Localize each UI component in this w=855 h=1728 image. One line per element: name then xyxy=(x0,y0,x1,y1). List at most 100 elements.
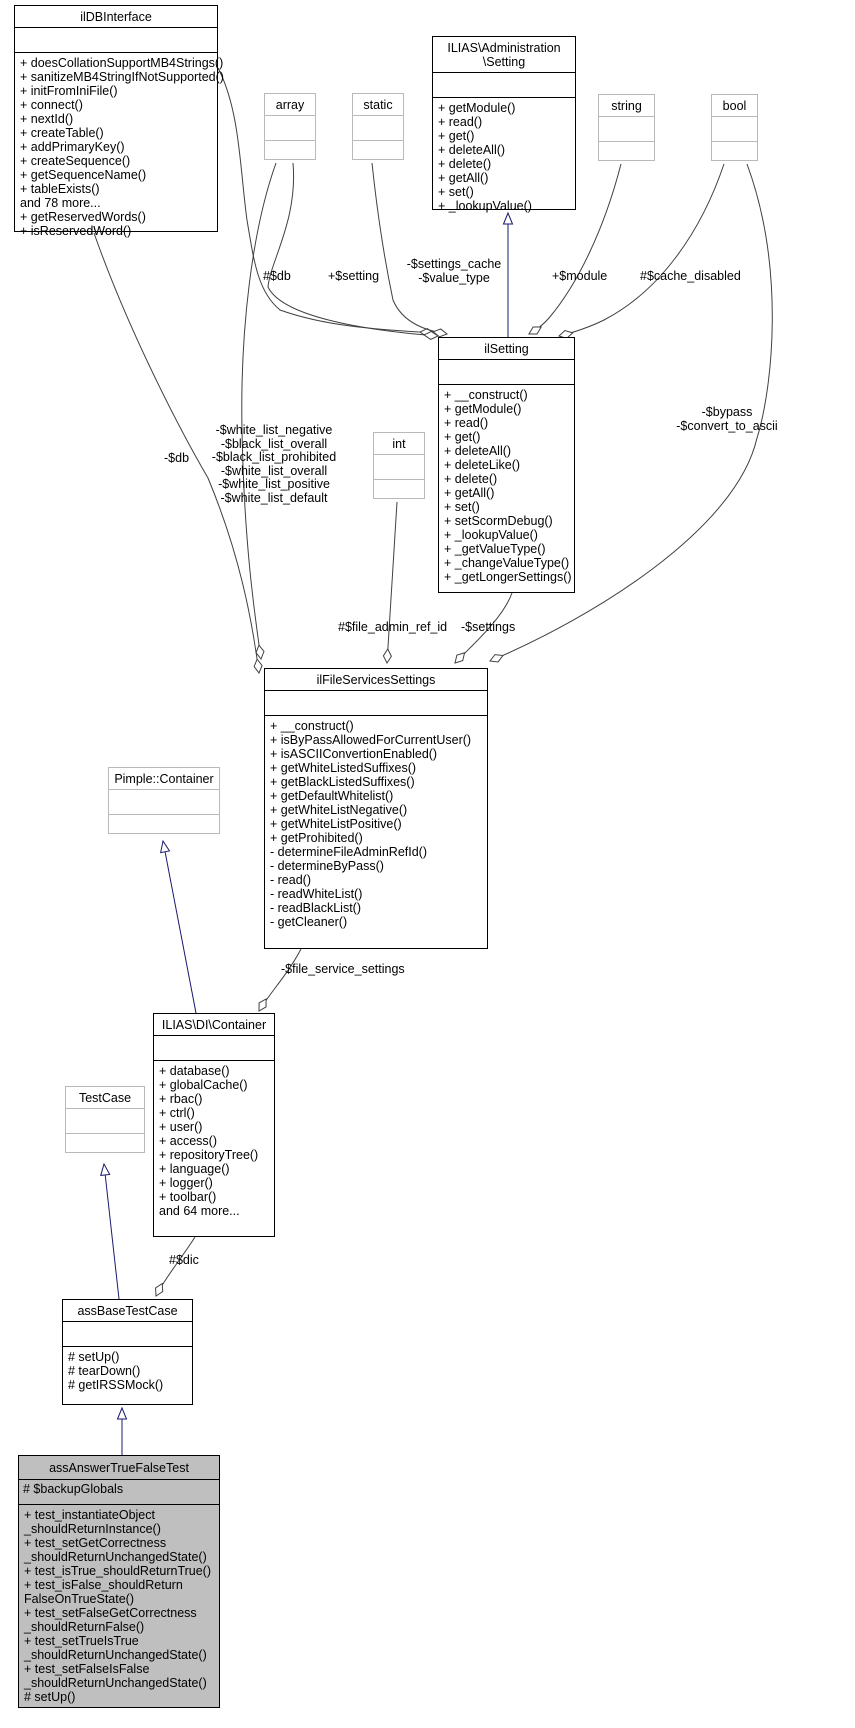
methods-compartment: # setUp()# tearDown()# getIRSSMock() xyxy=(63,1347,192,1395)
edge-bool-ilsetting-cache-disabled xyxy=(558,163,725,339)
text-line: + connect() xyxy=(20,98,83,112)
type-node-bool: bool xyxy=(711,94,758,161)
class-node-ilfileservicessettings[interactable]: ilFileServicesSettings + __construct() + … xyxy=(264,668,488,949)
text-line: + test_setFalseIsFalse xyxy=(24,1662,150,1676)
empty-compartment xyxy=(353,116,403,141)
class-node-assanswertruefalsetest[interactable]: assAnswerTrueFalseTest # $backupGlobals … xyxy=(18,1455,220,1708)
text-line: + set() xyxy=(444,500,480,514)
text-line: + access() xyxy=(159,1134,218,1148)
text-line: - readBlackList() xyxy=(270,901,361,915)
empty-compartment xyxy=(265,116,315,141)
methods-compartment: + doesCollationSupportMB4Strings()+ sani… xyxy=(15,53,224,241)
text-line: + deleteLike() xyxy=(444,458,521,472)
text-line: and 78 more... xyxy=(20,196,101,210)
class-node-ilsetting[interactable]: ilSetting + __construct()+ getModule()+ … xyxy=(438,337,575,593)
text-line: + __construct() xyxy=(270,719,354,733)
edge-label-bypass: -$bypass-$convert_to_ascii xyxy=(668,405,786,433)
class-node-ildbinterface[interactable]: ilDBInterface + doesCollationSupportMB4S… xyxy=(14,5,224,238)
text-line: ILIAS\Administration xyxy=(447,41,561,55)
text-line: _shouldReturnUnchangedState() xyxy=(24,1550,207,1564)
type-node-array: array xyxy=(264,93,316,160)
empty-compartment xyxy=(109,815,219,833)
text-line: + test_instantiateObject xyxy=(24,1508,155,1522)
edge-label-db-protected: #$db xyxy=(263,269,291,283)
class-node-testcase: TestCase xyxy=(65,1086,145,1153)
text-line: + delete() xyxy=(444,472,498,486)
empty-compartment xyxy=(66,1109,144,1134)
text-line: + deleteAll() xyxy=(438,143,506,157)
edge-assbasetestcase-testcase-inheritance xyxy=(100,1162,120,1300)
edge-label-file-admin-ref-id: #$file_admin_ref_id xyxy=(338,620,448,634)
methods-compartment: + database()+ globalCache()+ rbac()+ ctr… xyxy=(154,1061,274,1221)
class-title: assAnswerTrueFalseTest xyxy=(19,1456,219,1480)
empty-compartment xyxy=(599,142,654,160)
edge-array-ilsetting-setting xyxy=(267,162,440,341)
text-line: # getIRSSMock() xyxy=(68,1378,164,1392)
text-line: + read() xyxy=(438,115,483,129)
text-line: + test_setGetCorrectness xyxy=(24,1536,167,1550)
text-line: + createTable() xyxy=(20,126,104,140)
text-line: -$convert_to_ascii xyxy=(676,418,778,433)
text-line: # tearDown() xyxy=(68,1364,141,1378)
text-line: + getReservedWords() xyxy=(20,210,146,224)
class-title: ILIAS\DI\Container xyxy=(154,1014,274,1036)
text-line: + getWhiteListPositive() xyxy=(270,817,402,831)
text-line: # $backupGlobals xyxy=(23,1482,124,1496)
text-line: + get() xyxy=(438,129,475,143)
text-line: + nextId() xyxy=(20,112,74,126)
text-line: ilDBInterface xyxy=(80,10,152,24)
text-line: + isASCIIConvertionEnabled() xyxy=(270,747,438,761)
class-node-ilias-administration-setting[interactable]: ILIAS\Administration\Setting + getModule… xyxy=(432,36,576,213)
text-line: -$white_list_overall xyxy=(220,463,328,478)
text-line: TestCase xyxy=(78,1091,132,1105)
edge-label-cache-disabled: #$cache_disabled xyxy=(640,269,741,283)
empty-compartment xyxy=(374,480,424,498)
text-line: static xyxy=(363,98,393,112)
text-line: -$bypass xyxy=(701,405,753,419)
edge-label-file-service-settings: -$file_service_settings xyxy=(281,962,405,976)
text-line: + getBlackListedSuffixes() xyxy=(270,775,415,789)
attributes-compartment xyxy=(439,360,574,385)
text-line: + repositoryTree() xyxy=(159,1148,259,1162)
text-line: array xyxy=(275,98,305,112)
type-title: string xyxy=(599,95,654,117)
methods-compartment: + getModule()+ read()+ get()+ deleteAll(… xyxy=(433,98,575,216)
text-line: -$settings_cache xyxy=(406,257,502,271)
text-line: + globalCache() xyxy=(159,1078,248,1092)
text-line: + user() xyxy=(159,1120,203,1134)
edge-label-dic: #$dic xyxy=(169,1253,199,1267)
type-title: int xyxy=(374,433,424,455)
class-title: assBaseTestCase xyxy=(63,1300,192,1322)
class-node-pimple-container: Pimple::Container xyxy=(108,767,220,834)
class-title: ilFileServicesSettings xyxy=(265,669,487,691)
text-line: + test_isTrue_shouldReturnTrue() xyxy=(24,1564,212,1578)
class-node-assbasetestcase[interactable]: assBaseTestCase # setUp()# tearDown()# g… xyxy=(62,1299,193,1405)
attributes-compartment xyxy=(63,1322,192,1347)
text-line: string xyxy=(611,99,642,113)
class-title: ILIAS\Administration\Setting xyxy=(433,37,575,73)
class-node-ilias-di-container[interactable]: ILIAS\DI\Container + database()+ globalC… xyxy=(153,1013,275,1237)
text-line: + isReservedWord() xyxy=(20,224,132,238)
text-line: FalseOnTrueState() xyxy=(24,1592,134,1606)
edge-label-settings-cache: -$settings_cache-$value_type xyxy=(388,257,520,285)
text-line: - getCleaner() xyxy=(270,915,348,929)
text-line: + _getValueType() xyxy=(444,542,546,556)
type-title: bool xyxy=(712,95,757,117)
type-title: array xyxy=(265,94,315,116)
text-line: + _getLongerSettings() xyxy=(444,570,572,584)
edge-label-white-lists: -$white_list_negative-$black_list_overal… xyxy=(205,423,343,505)
attributes-compartment xyxy=(265,691,487,716)
text-line: ilFileServicesSettings xyxy=(316,673,436,687)
text-line: + createSequence() xyxy=(20,154,131,168)
text-line: + getModule() xyxy=(444,402,522,416)
text-line: + doesCollationSupportMB4Strings() xyxy=(20,56,224,70)
text-line: + setScormDebug() xyxy=(444,514,553,528)
type-title: static xyxy=(353,94,403,116)
class-title: TestCase xyxy=(66,1087,144,1109)
empty-compartment xyxy=(66,1134,144,1152)
text-line: + delete() xyxy=(438,157,492,171)
text-line: + initFromIniFile() xyxy=(20,84,118,98)
text-line: + test_setTrueIsTrue xyxy=(24,1634,139,1648)
text-line: - readWhiteList() xyxy=(270,887,363,901)
